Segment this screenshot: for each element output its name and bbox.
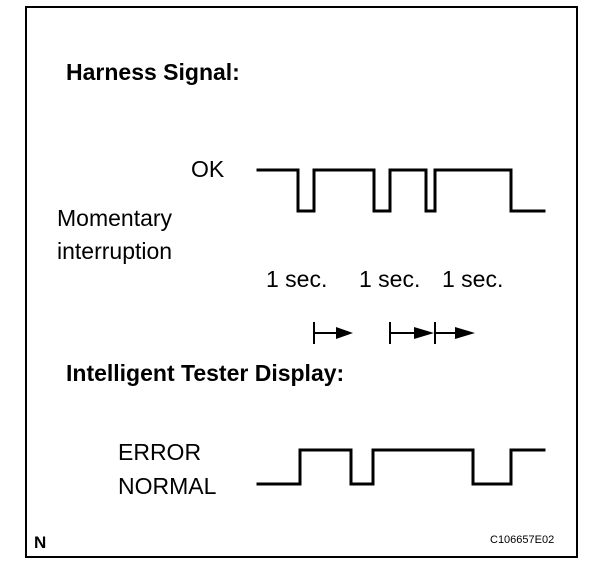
timing-arrows: [313, 322, 475, 344]
corner-letter: N: [34, 533, 47, 552]
timing-arrow-1: [313, 322, 353, 344]
error-label: ERROR: [118, 439, 202, 465]
figure-frame: [25, 6, 578, 558]
timing-label-2: 1 sec.: [359, 266, 421, 292]
timing-arrow-2: [389, 322, 434, 344]
figure-code: C106657E02: [490, 534, 555, 546]
tester-display-heading: Intelligent Tester Display:: [66, 360, 345, 386]
momentary-label: Momentary: [57, 205, 173, 231]
interruption-label: interruption: [57, 238, 173, 264]
harness-signal-heading: Harness Signal:: [66, 59, 240, 85]
ok-label: OK: [191, 156, 225, 182]
timing-label-3: 1 sec.: [442, 266, 504, 292]
normal-label: NORMAL: [118, 473, 217, 499]
timing-label-1: 1 sec.: [266, 266, 328, 292]
harness-signal-waveform: [256, 168, 546, 213]
tester-display-waveform: [256, 448, 546, 486]
timing-arrow-3: [434, 322, 475, 344]
